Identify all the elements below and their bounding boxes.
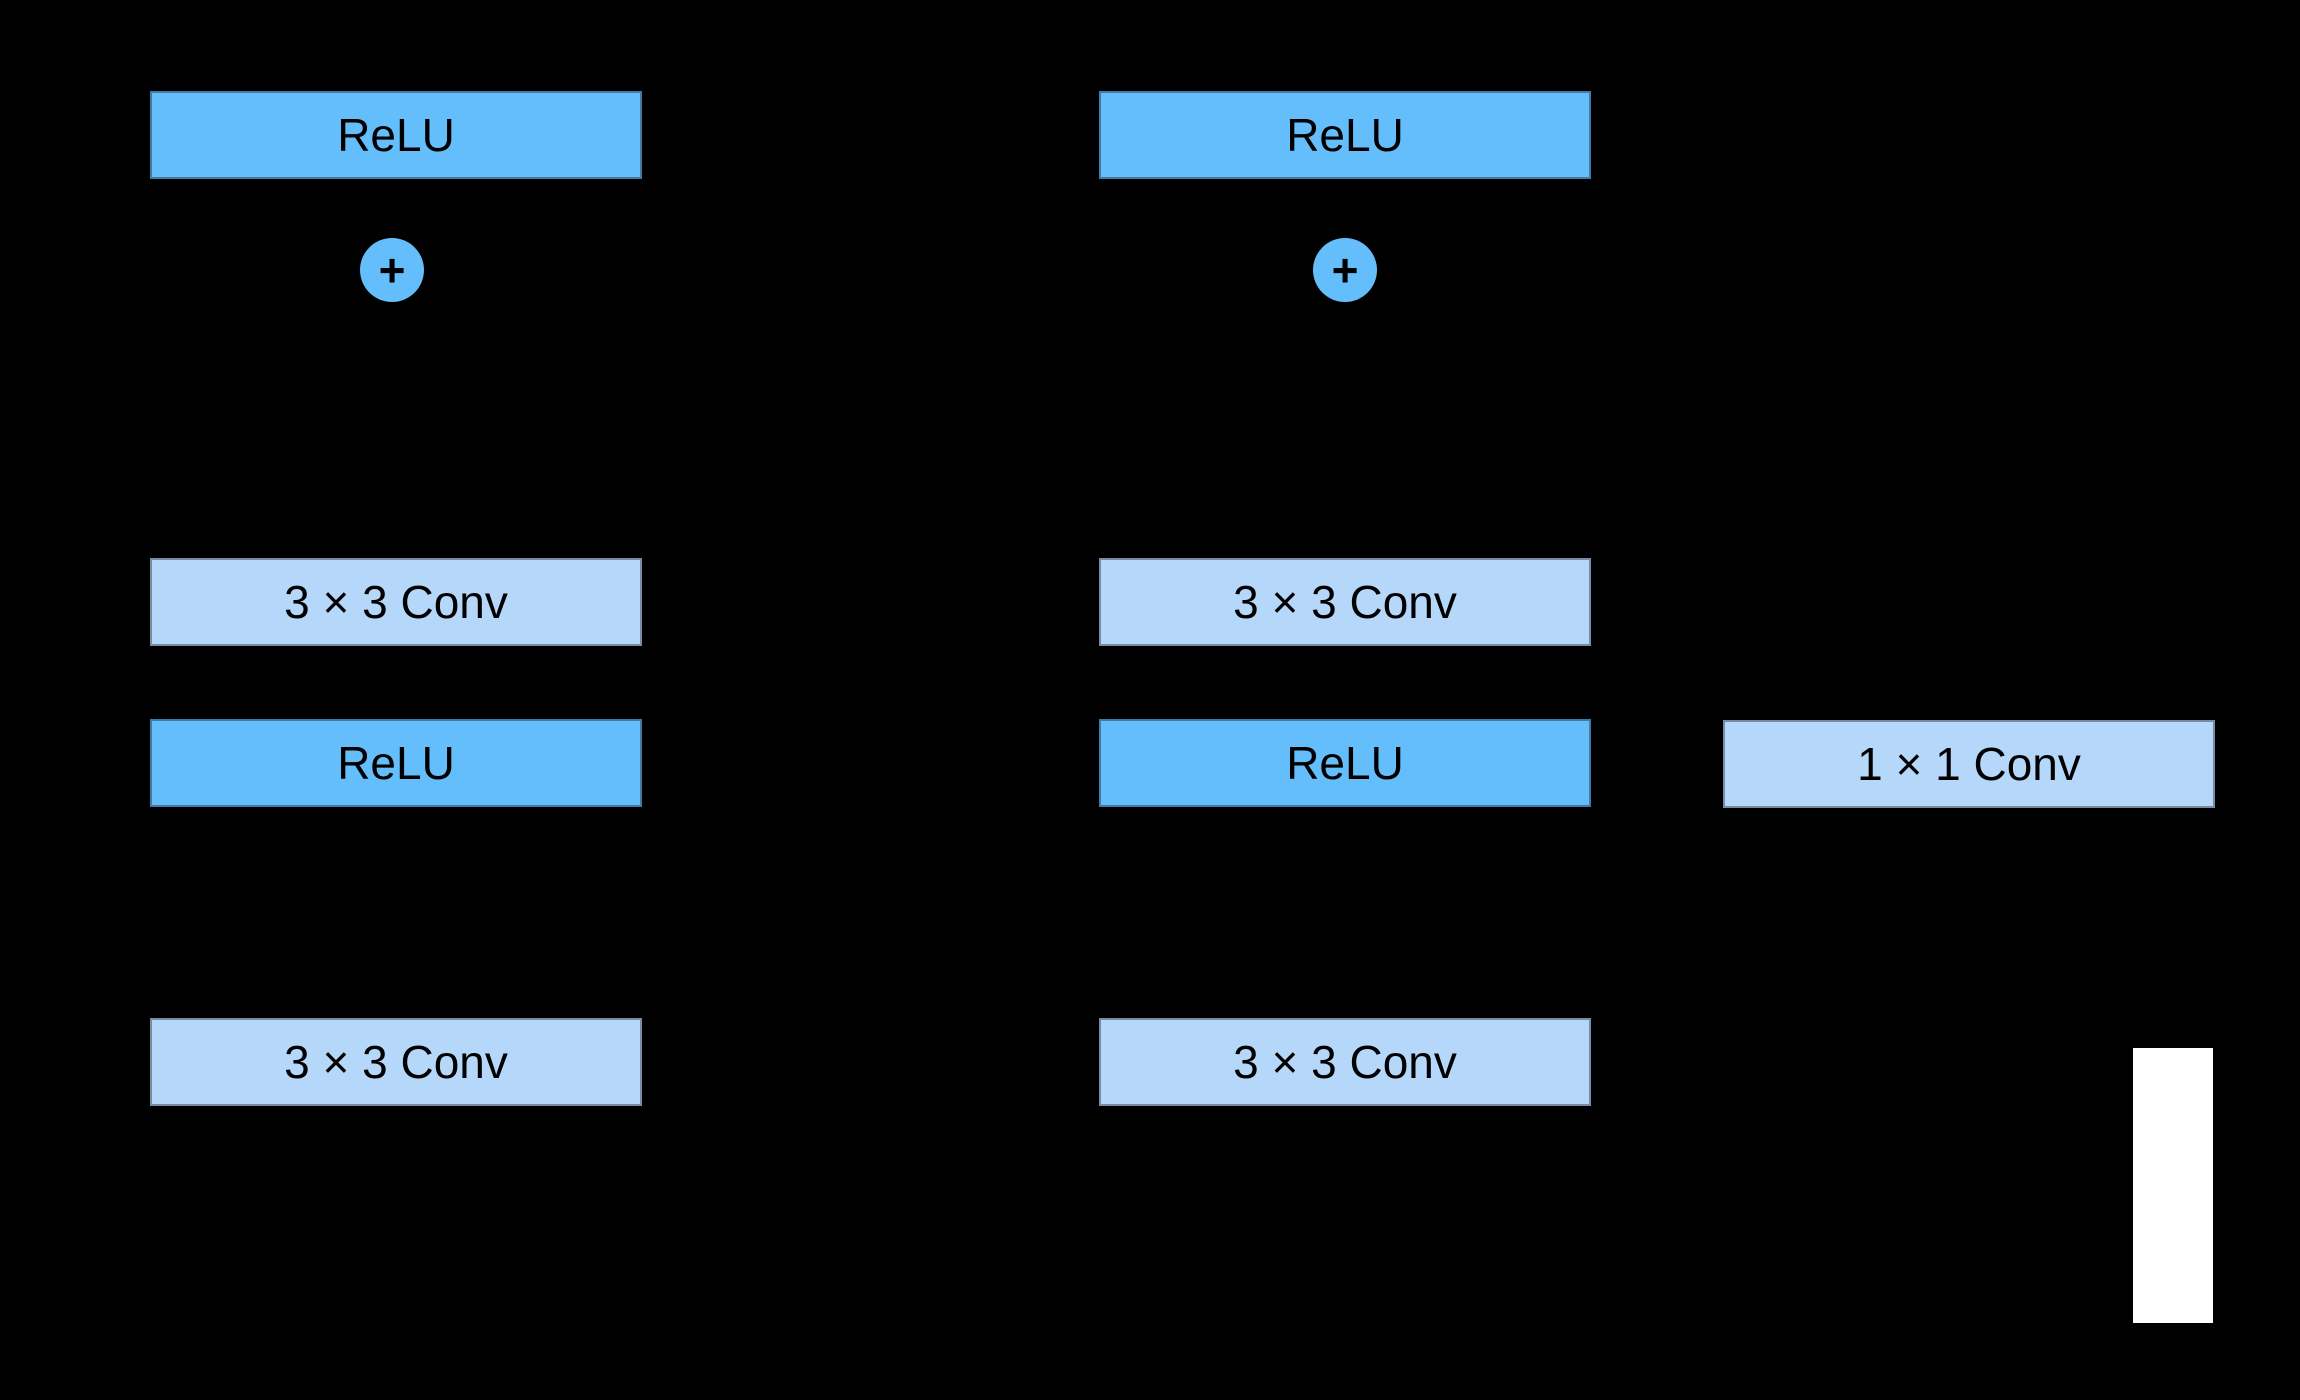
- residual-add-icon: +: [1313, 238, 1377, 302]
- conv3x3-block: 3 × 3 Conv: [1099, 1018, 1591, 1106]
- relu-activation-block: ReLU: [1099, 91, 1591, 179]
- relu-activation-block: ReLU: [1099, 719, 1591, 807]
- residual-add-icon: +: [360, 238, 424, 302]
- relu-activation-block: ReLU: [150, 91, 642, 179]
- conv3x3-block: 3 × 3 Conv: [150, 558, 642, 646]
- white-placeholder-bar: [2133, 1048, 2213, 1323]
- conv3x3-block: 3 × 3 Conv: [150, 1018, 642, 1106]
- conv3x3-block: 3 × 3 Conv: [1099, 558, 1591, 646]
- relu-activation-block: ReLU: [150, 719, 642, 807]
- conv1x1-block: 1 × 1 Conv: [1723, 720, 2215, 808]
